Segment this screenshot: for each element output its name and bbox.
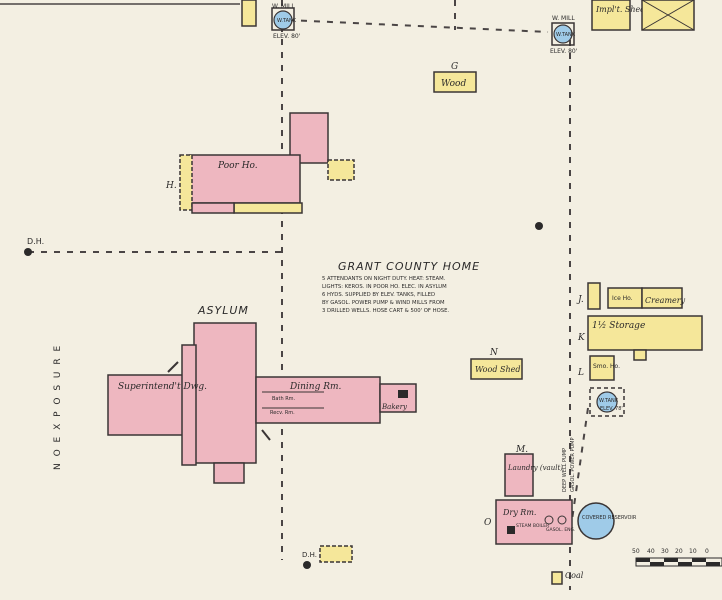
w-tank-1-label: W.TANK — [277, 18, 297, 24]
creamery-label: Creamery — [645, 296, 686, 305]
implement-shed — [591, 0, 631, 31]
recv-label: Recv. Rm. — [270, 410, 295, 416]
windmill-tank-2 — [551, 22, 575, 46]
bakery-label: Bakery — [381, 403, 408, 411]
laundry-complex — [495, 453, 573, 545]
gasol-power-label: GASOL. POWER PUMP — [570, 438, 576, 493]
dhouse-bottom-label: D.H. — [302, 551, 317, 559]
letter-k: K — [577, 333, 586, 343]
w-mill-1-label: W. MILL — [272, 3, 295, 10]
elev-2-label: ELEV. 80' — [550, 48, 578, 55]
asylum-label: ASYLUM — [197, 304, 249, 317]
scale-label: 30 — [661, 548, 669, 555]
reservoir-label: COVERED RESERVOIR — [582, 515, 637, 521]
scale-label: 50 — [632, 548, 640, 555]
implement-shed-label: Impl't. Shed — [595, 5, 645, 14]
w-tank-2-label: W.TANK — [556, 32, 576, 38]
note-line: 5 ATTENDANTS ON NIGHT DUTY. HEAT: STEAM. — [322, 276, 446, 282]
ice-house-label: Ice Ho. — [612, 295, 633, 302]
ice-house-creamery — [587, 282, 683, 310]
scale-label: 20 — [675, 548, 683, 555]
scale-label: 40 — [647, 548, 655, 555]
w-mill-2-label: W. MILL — [552, 15, 575, 22]
w-tank-3-label: W.TANK — [599, 398, 619, 404]
letter-j: J. — [576, 295, 584, 305]
poor-house — [179, 112, 355, 214]
note-line: 6 HYDS. SUPPLIED BY ELEV. TANKS, FILLED — [322, 292, 435, 298]
coal-shed — [551, 571, 563, 585]
frame-crossed-top-right — [641, 0, 695, 31]
letter-g: G — [451, 62, 458, 72]
steam-boiler-label: STEAM BOILER — [516, 523, 549, 529]
coal-label: Coal — [565, 571, 584, 580]
elev-3-label: ELEV. 78' — [600, 406, 623, 412]
dry-room-label: Dry Rm. — [502, 508, 536, 517]
wood-shed-label: Wood Shed — [475, 365, 520, 374]
frame-stub-top — [241, 0, 257, 27]
scale-label: 10 — [689, 548, 697, 555]
no-exposure-label: N O E X P O S U R E — [53, 344, 63, 470]
smoke-house — [589, 355, 615, 381]
storage-label: 1½ Storage — [592, 320, 645, 331]
dining-room-label: Dining Rm. — [289, 382, 341, 392]
letter-n: N — [489, 348, 499, 358]
superintendent-label: Superintend't Dwg. — [118, 382, 207, 392]
windmill-tank-1 — [271, 7, 295, 31]
dhouse-bottom-point — [303, 561, 311, 569]
note-line: 3 DRILLED WELLS. HOSE CART & 500' OF HOS… — [322, 308, 450, 314]
water-tank-3 — [589, 387, 625, 417]
property-lines — [28, 0, 589, 590]
asylum-building — [107, 322, 417, 484]
note-line: LIGHTS: KEROS. IN POOR HO. ELEC. IN ASYL… — [322, 284, 447, 290]
poor-house-label: Poor Ho. — [217, 161, 258, 171]
wood-shed — [470, 358, 523, 380]
elev-1-label: ELEV. 80' — [273, 33, 301, 40]
storage-porch — [633, 349, 647, 361]
scale-label: 0 — [705, 548, 709, 555]
scale-bar — [635, 557, 722, 567]
map-notes: 5 ATTENDANTS ON NIGHT DUTY. HEAT: STEAM.… — [322, 276, 450, 314]
bath-label: Bath Rm. — [272, 396, 296, 402]
dhouse-point-left — [24, 248, 32, 256]
letter-o: O — [484, 518, 492, 528]
scale-labels: 50 40 30 20 10 0 — [632, 548, 709, 555]
letter-m: M. — [515, 445, 528, 455]
wood-label: Wood — [441, 79, 466, 89]
dhouse-left-label: D.H. — [27, 237, 44, 246]
letter-l: L — [577, 368, 584, 378]
smoke-house-label: Smo. Ho. — [593, 363, 620, 370]
covered-reservoir — [577, 502, 615, 540]
note-line: BY GASOL. POWER PUMP & WIND MILLS FROM — [322, 300, 445, 306]
wood-building — [433, 71, 477, 93]
deep-well-label: DEEP WELL PUMP — [562, 448, 568, 492]
hydrant-point — [535, 222, 543, 230]
gasol-eng-label: GASOL. ENG. — [546, 527, 575, 533]
map-title: GRANT COUNTY HOME — [338, 260, 480, 273]
dhouse-bottom — [319, 545, 353, 563]
laundry-label: Laundry (vault) — [507, 464, 563, 472]
letter-h: H. — [165, 181, 177, 191]
